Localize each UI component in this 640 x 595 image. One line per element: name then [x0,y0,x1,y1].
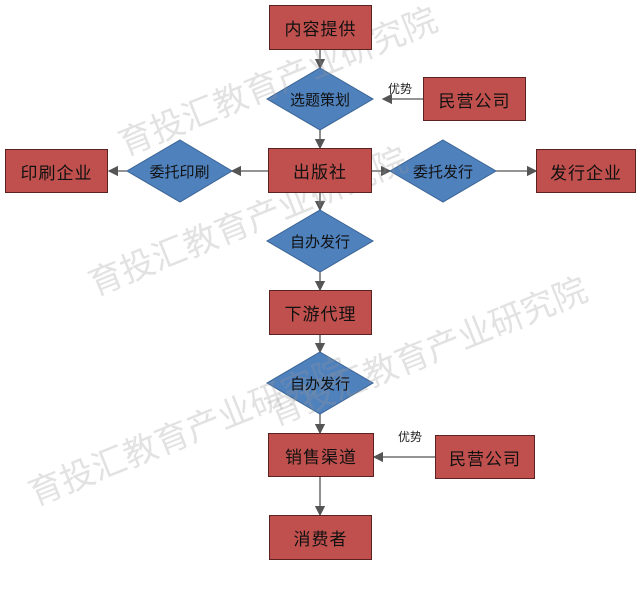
node-sales-channel: 销售渠道 [268,433,374,477]
diamond-self-distribution-2 [266,351,374,415]
label-commission-distribution: 委托发行 [412,162,473,181]
node-publisher: 出版社 [268,148,372,193]
diamond-commission-distribution [389,139,497,203]
edge-label-advantage-bottom: 优势 [398,430,423,444]
diamond-self-distribution-1 [266,209,374,273]
label-topic-planning: 选题策划 [289,90,350,109]
node-distribution-company: 发行企业 [536,149,636,193]
node-private-company-bottom: 民营公司 [435,435,535,479]
label-self-distribution-2: 自办发行 [289,374,350,393]
node-content-provider: 内容提供 [269,5,372,50]
node-private-company-top: 民营公司 [423,77,526,121]
node-downstream-agent: 下游代理 [269,290,372,335]
node-printing-company: 印刷企业 [5,149,108,193]
label-commission-printing: 委托印刷 [149,162,210,181]
edge-label-advantage-top: 优势 [388,82,413,96]
node-consumer: 消费者 [269,515,372,560]
label-self-distribution-1: 自办发行 [289,232,350,251]
diamond-commission-printing [126,139,233,203]
diamond-topic-planning [266,67,374,131]
